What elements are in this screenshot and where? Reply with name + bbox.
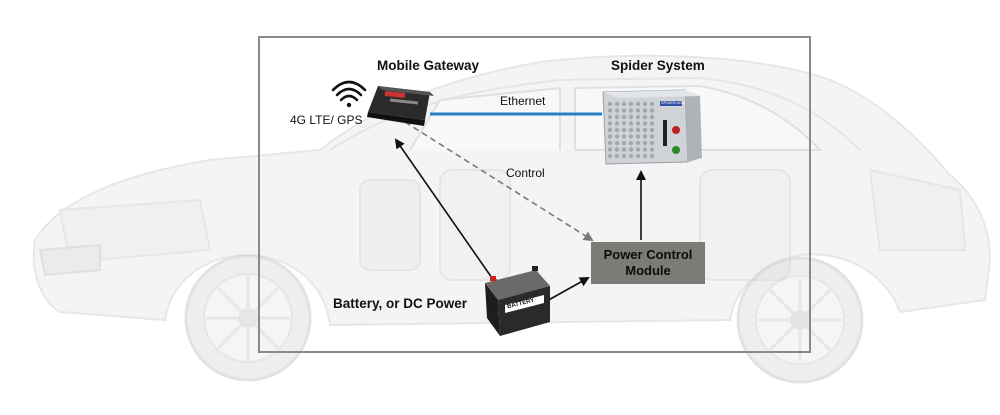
- spider-port: [628, 101, 634, 107]
- spider-port: [621, 108, 627, 113]
- spider-port: [628, 140, 634, 146]
- spider-daq-device-icon: [602, 89, 702, 165]
- spider-port: [649, 108, 655, 113]
- spider-port: [649, 121, 655, 126]
- spider-port: [621, 127, 627, 133]
- spider-port: [642, 140, 648, 146]
- spider-port: [635, 101, 641, 107]
- spider-port: [642, 127, 648, 133]
- spider-port: [628, 127, 634, 133]
- spider-port: [614, 127, 620, 133]
- ethernet-label: Ethernet: [500, 94, 546, 108]
- spider-port: [635, 121, 641, 126]
- battery-gateway-arrow: [394, 138, 501, 288]
- spider-port: [607, 108, 613, 113]
- spider-port: [614, 108, 620, 113]
- spider-port: [649, 140, 655, 146]
- spider-port: [621, 114, 627, 120]
- spider-port: [628, 114, 634, 120]
- spider-port: [607, 147, 613, 152]
- spider-port: [607, 153, 613, 159]
- car-front-wheel: [184, 254, 312, 382]
- spider-port: [621, 140, 627, 146]
- spider-port: [642, 114, 648, 120]
- spider-port: [649, 127, 655, 133]
- spider-port: [635, 114, 641, 120]
- spider-port: [607, 101, 613, 107]
- spider-port: [614, 140, 620, 146]
- spider-port: [621, 153, 627, 159]
- spider-port: [628, 108, 634, 113]
- spider-port: [649, 114, 655, 120]
- spider-port: [635, 108, 641, 113]
- spider-port: [642, 101, 648, 107]
- spider-port: [642, 121, 648, 126]
- spider-port: [628, 147, 634, 152]
- car-rear-wheel: [736, 256, 864, 384]
- pcm-label-line2: Module: [625, 263, 671, 278]
- spider-port: [621, 101, 627, 107]
- spider-port: [607, 134, 613, 139]
- spider-port: [614, 101, 620, 107]
- spider-port: [628, 134, 634, 139]
- spider-port: [642, 147, 648, 152]
- spider-system-label: Spider System: [611, 58, 705, 73]
- spider-port: [635, 127, 641, 133]
- spider-port: [614, 153, 620, 159]
- spider-port: [607, 121, 613, 126]
- power-control-module-box: Power Control Module: [591, 242, 705, 284]
- battery-source-label: Battery, or DC Power: [333, 296, 468, 311]
- spider-port: [649, 134, 655, 139]
- spider-port: [628, 121, 634, 126]
- spider-port: [642, 153, 648, 159]
- mobile-gateway-label: Mobile Gateway: [377, 58, 480, 73]
- spider-port: [607, 140, 613, 146]
- spider-port: [607, 127, 613, 133]
- spider-port: [621, 134, 627, 139]
- car-battery-icon: [485, 266, 550, 336]
- spider-port: [635, 134, 641, 139]
- spider-port: [642, 108, 648, 113]
- lte-gps-label: 4G LTE/ GPS: [290, 113, 363, 127]
- spider-port: [649, 153, 655, 159]
- spider-port: [642, 134, 648, 139]
- spider-port: [614, 114, 620, 120]
- spider-port: [607, 114, 613, 120]
- wifi-signal-icon: [331, 80, 367, 108]
- spider-port: [635, 153, 641, 159]
- system-frame: [258, 36, 811, 353]
- spider-port: [628, 153, 634, 159]
- spider-port: [649, 147, 655, 152]
- control-label: Control: [506, 166, 545, 180]
- spider-device-text: SPIDER-80Xi: [661, 100, 686, 105]
- spider-port: [614, 147, 620, 152]
- mobile-gateway-device-icon: [367, 86, 434, 126]
- spider-port: [649, 101, 655, 107]
- spider-port: [635, 147, 641, 152]
- spider-port: [635, 140, 641, 146]
- battery-pcm-arrow: [544, 277, 590, 303]
- spider-port: [621, 147, 627, 152]
- spider-port: [614, 121, 620, 126]
- spider-port: [621, 121, 627, 126]
- pcm-label-line1: Power Control: [603, 247, 693, 262]
- spider-port: [614, 134, 620, 139]
